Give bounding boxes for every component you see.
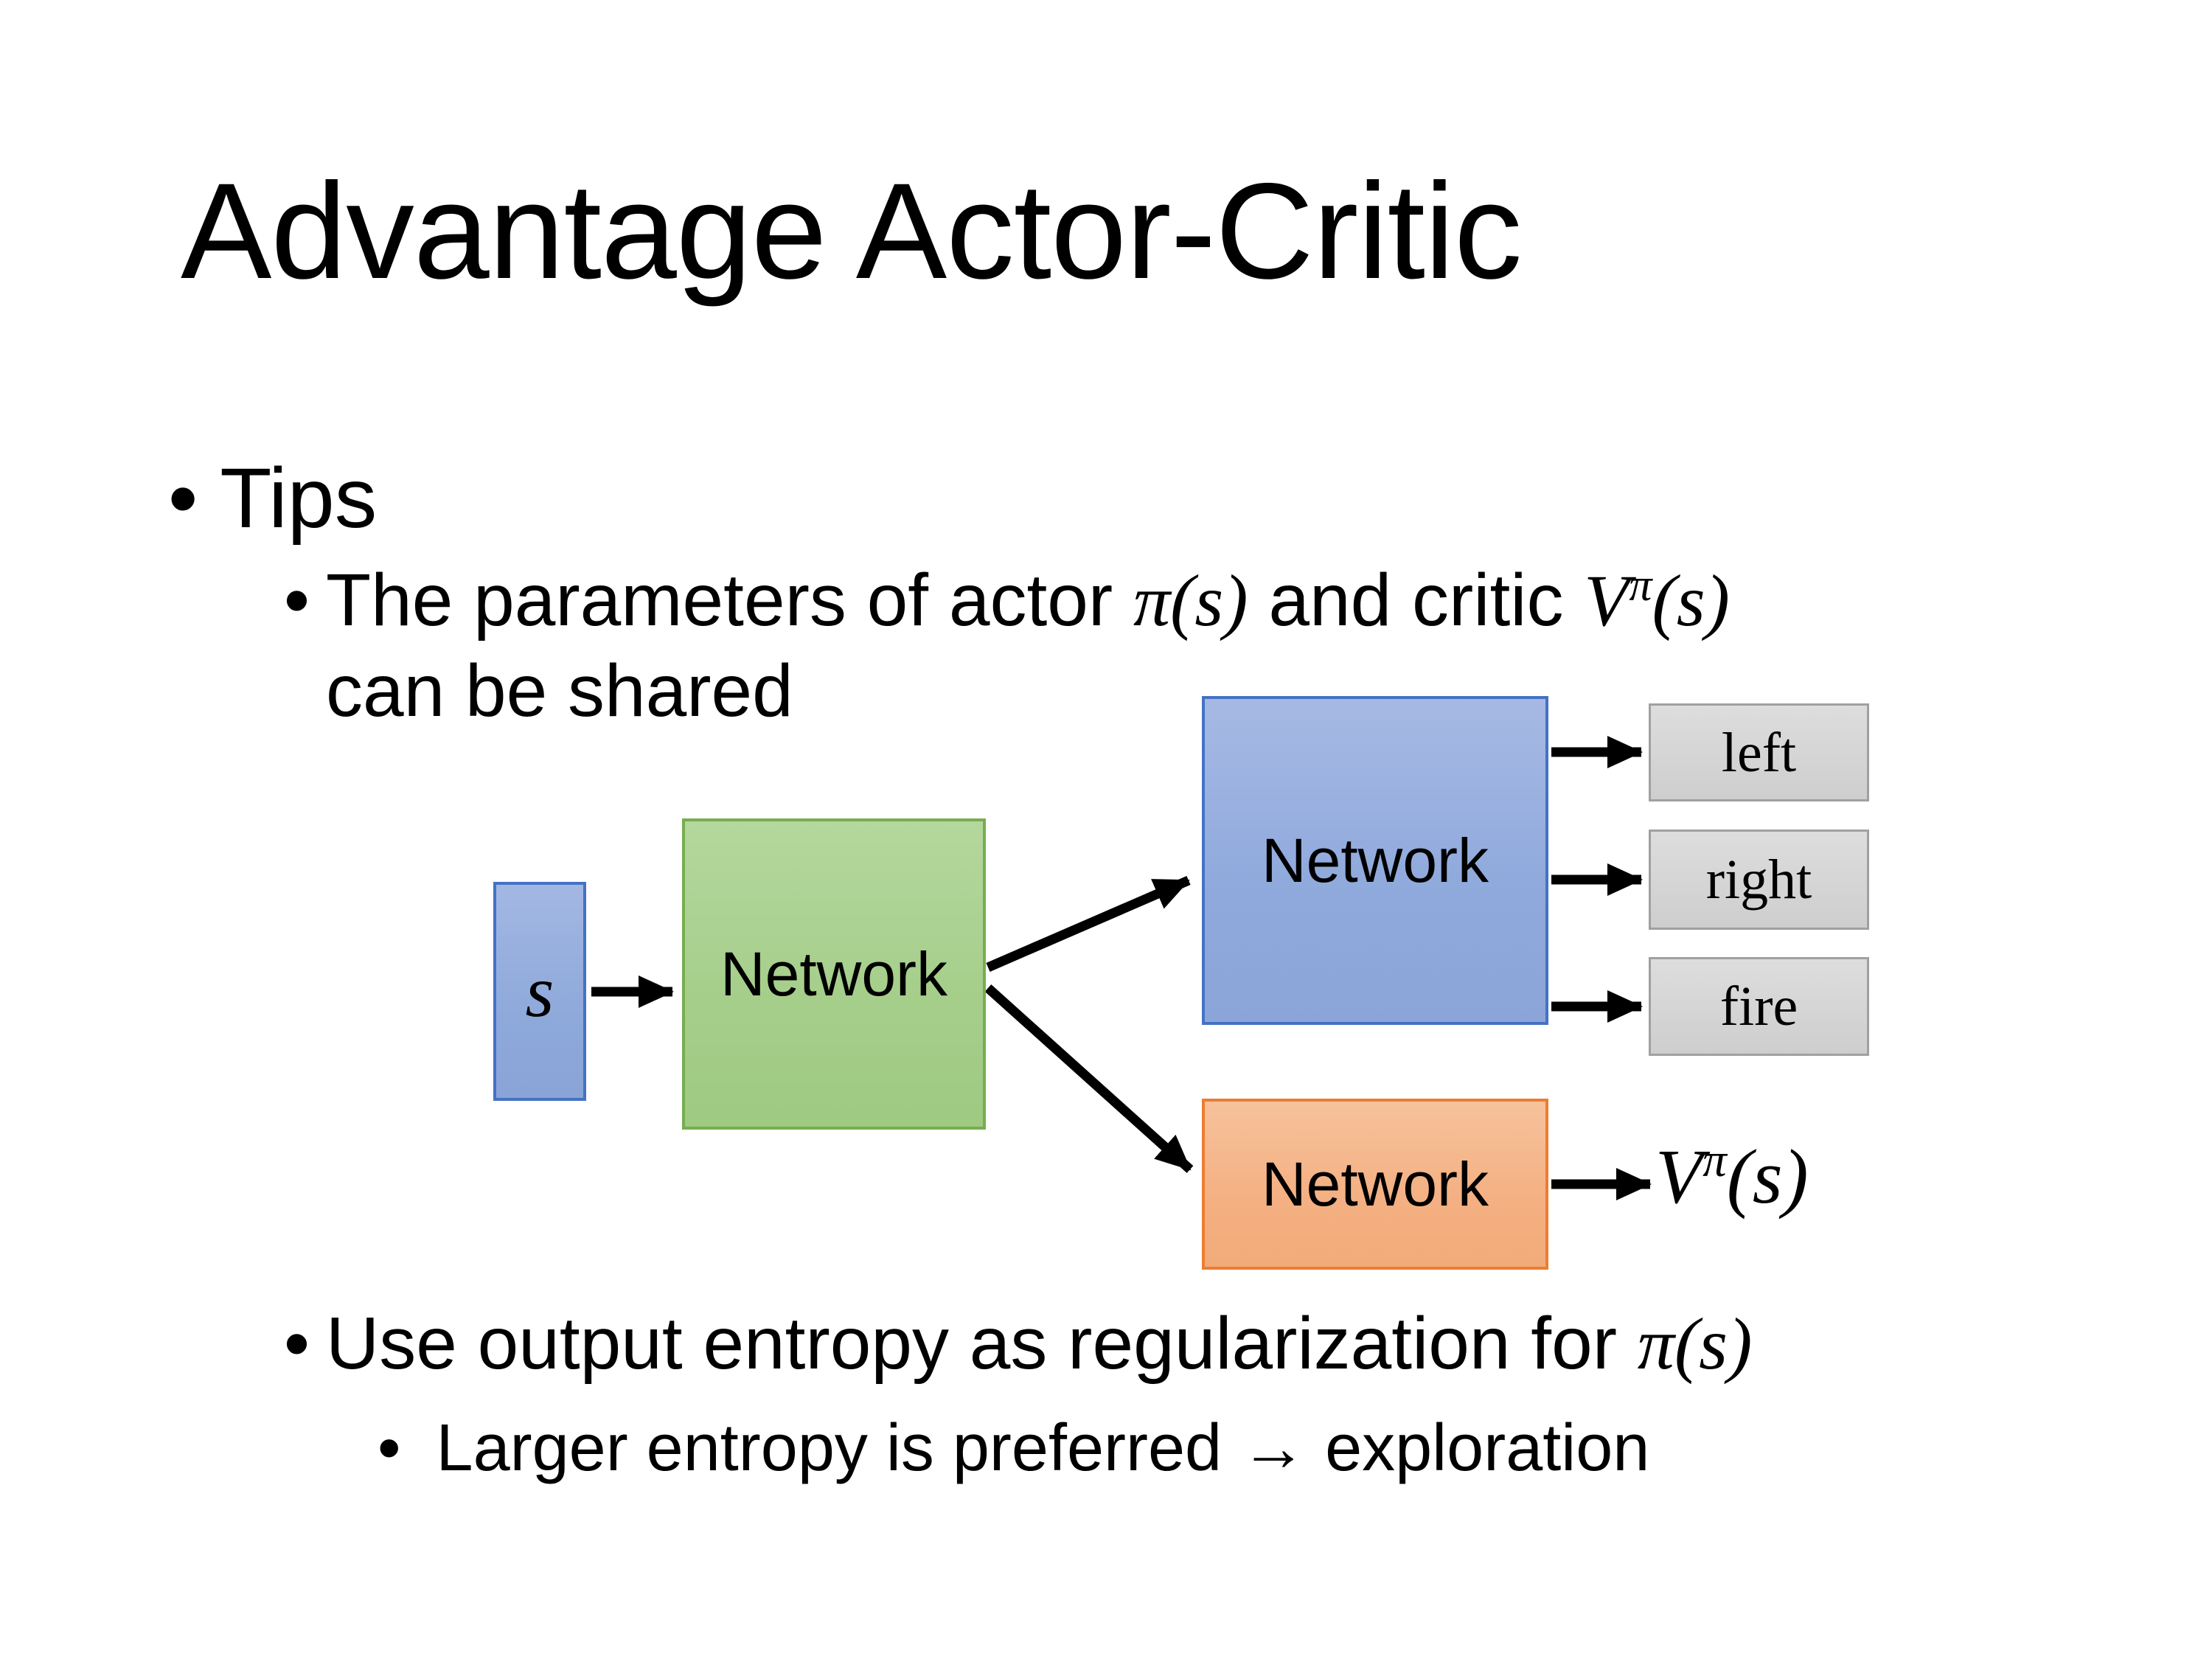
- page-title: Advantage Actor-Critic: [181, 156, 1523, 307]
- shared-network-label: Network: [720, 939, 948, 1009]
- shared-params-text-2: and critic: [1248, 559, 1585, 642]
- bullet-item-tips: •Tips: [168, 456, 377, 541]
- state-box: s: [493, 882, 586, 1101]
- value-args-math: (s): [1726, 1133, 1809, 1220]
- bullet-item-exploration: •Larger entropy is preferred → explorati…: [378, 1415, 1649, 1481]
- action-label-fire: fire: [1719, 975, 1798, 1037]
- actor-network-box: Network: [1202, 696, 1548, 1025]
- bullet-icon: •: [284, 1302, 310, 1385]
- action-box-right: right: [1649, 830, 1869, 930]
- bullet-item-entropy: •Use output entropy as regularization fo…: [284, 1307, 1752, 1381]
- entropy-text: Use output entropy as regularization for: [326, 1302, 1638, 1385]
- actor-pi-math: π(s): [1133, 560, 1248, 642]
- action-label-right: right: [1705, 849, 1812, 911]
- value-output-label: Vπ(s): [1655, 1134, 1809, 1214]
- critic-args-math: (s): [1652, 560, 1730, 642]
- tips-label: Tips: [220, 451, 378, 546]
- shared-params-continuation: can be shared: [326, 650, 793, 732]
- arrow-shared-to-critic: [984, 984, 1194, 1173]
- action-box-fire: fire: [1649, 957, 1869, 1056]
- critic-network-label: Network: [1261, 1150, 1489, 1219]
- critic-network-box: Network: [1202, 1099, 1548, 1270]
- action-label-left: left: [1721, 721, 1797, 784]
- entropy-pi-math: π(s): [1637, 1303, 1753, 1385]
- arrow-shared-to-actor: [986, 876, 1191, 972]
- critic-v-math: V: [1584, 560, 1630, 642]
- shared-params-text: The parameters of actor: [326, 559, 1133, 642]
- value-v-math: V: [1655, 1133, 1703, 1220]
- bullet-item-shared-params: •The parameters of actor π(s) and critic…: [284, 563, 1730, 638]
- critic-pi-superscript: π: [1629, 560, 1652, 611]
- action-box-left: left: [1649, 703, 1869, 801]
- actor-network-label: Network: [1261, 826, 1489, 895]
- bullet-icon: •: [168, 451, 198, 546]
- shared-network-box: Network: [682, 818, 986, 1130]
- bullet-icon: •: [284, 559, 310, 642]
- exploration-text: Larger entropy is preferred → exploratio…: [436, 1411, 1650, 1485]
- value-pi-superscript: π: [1703, 1134, 1727, 1187]
- bullet-icon: •: [378, 1411, 401, 1485]
- state-label: s: [525, 950, 554, 1032]
